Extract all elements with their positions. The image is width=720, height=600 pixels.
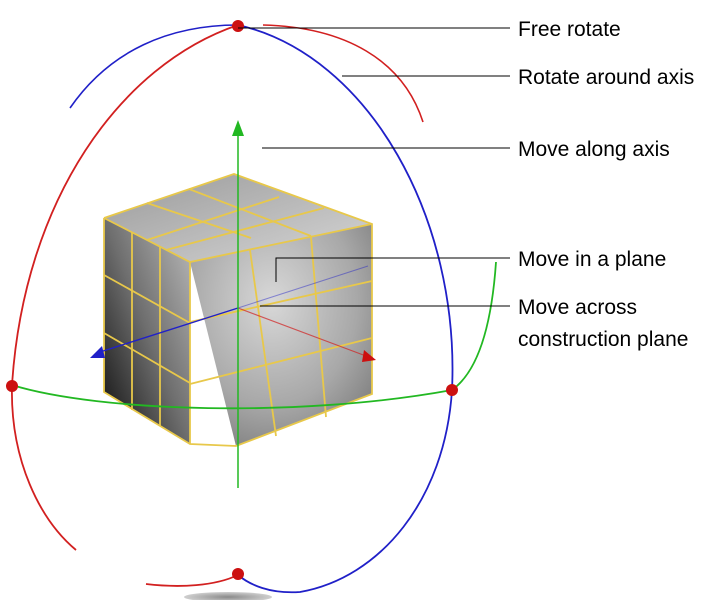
cube[interactable] — [103, 173, 373, 447]
rotate-ring-z-back — [69, 24, 239, 109]
rotate-handle-left[interactable] — [6, 380, 18, 392]
rotate-ring-x-lower[interactable] — [145, 574, 239, 587]
rotate-ring-x[interactable] — [11, 24, 239, 551]
z-axis-line — [99, 307, 239, 353]
callout-move-along-axis: Move along axis — [518, 138, 670, 161]
cube-grid — [103, 173, 373, 447]
axis-arrows — [90, 120, 376, 488]
cube-front-face — [190, 224, 372, 446]
ground-shadow — [184, 592, 272, 600]
rotate-ring-z[interactable] — [237, 24, 454, 594]
callout-free-rotate: Free rotate — [518, 18, 621, 41]
y-axis-arrowhead[interactable] — [232, 120, 244, 136]
callout-lines — [238, 27, 510, 307]
rotate-ring-x-back — [262, 24, 424, 123]
callout-move-in-plane: Move in a plane — [518, 248, 666, 271]
rotate-handle-right[interactable] — [446, 384, 458, 396]
callout-move-across-line2: construction plane — [518, 328, 688, 351]
x-axis-arrowhead[interactable] — [362, 350, 376, 362]
rotate-ring-y[interactable] — [11, 261, 497, 410]
x-axis-line — [237, 307, 367, 357]
z-axis-back-line — [237, 265, 369, 309]
z-axis-arrowhead[interactable] — [90, 346, 105, 358]
cube-left-face — [104, 218, 190, 444]
callout-rotate-around-axis: Rotate around axis — [518, 66, 694, 89]
rotate-handle-bottom[interactable] — [232, 568, 244, 580]
callout-move-across-line1: Move across — [518, 296, 637, 319]
free-rotate-handle[interactable] — [232, 20, 244, 32]
